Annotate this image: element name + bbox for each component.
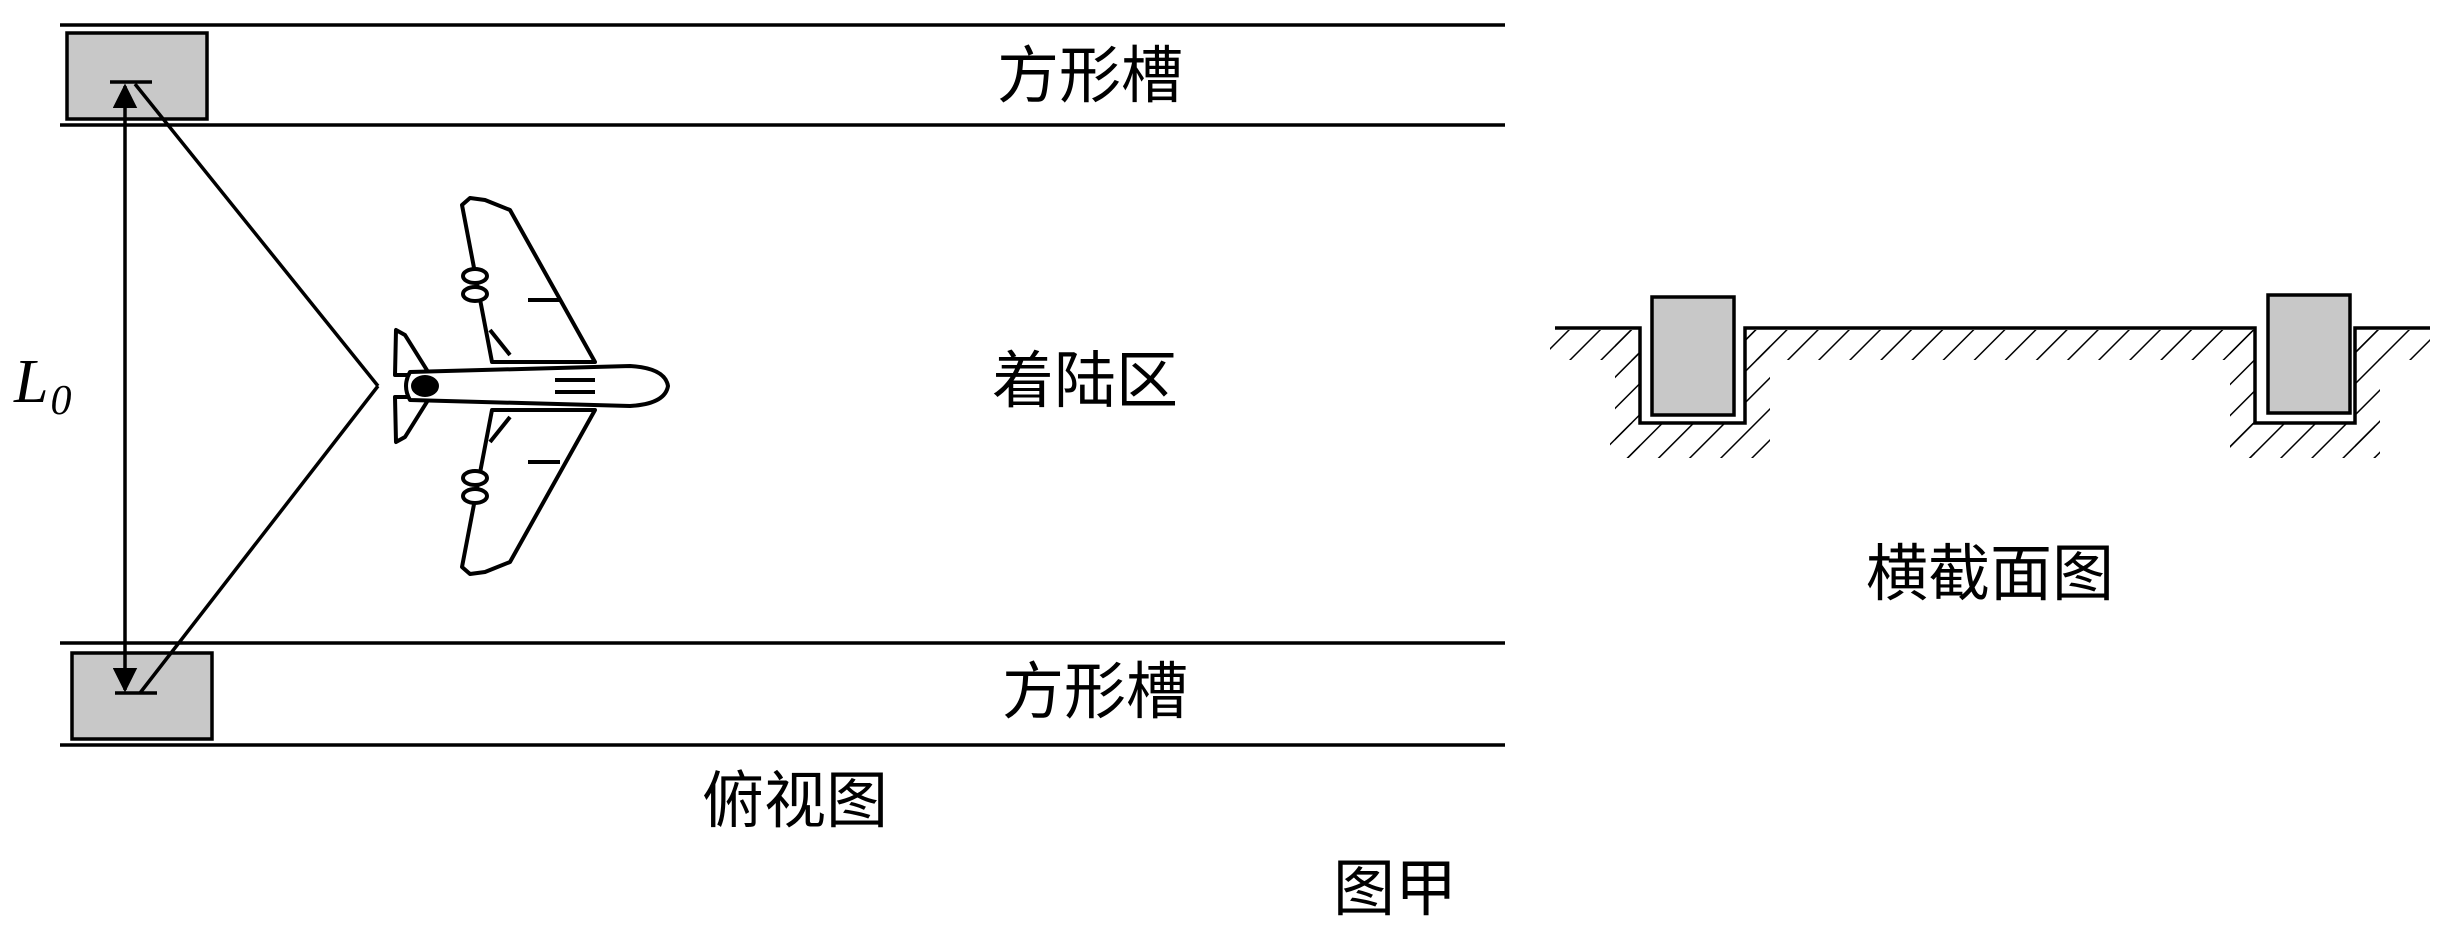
ground-hatch-right-pit-bottom bbox=[2230, 423, 2375, 458]
cross-section-caption: 横截面图 bbox=[1866, 537, 2114, 610]
cross-section-left-block bbox=[1650, 295, 1736, 417]
bottom-groove-block bbox=[70, 651, 214, 741]
aircraft-icon bbox=[393, 196, 670, 576]
upper-cable bbox=[133, 82, 380, 388]
top-groove-block bbox=[65, 31, 209, 121]
ground-surface-profile bbox=[1555, 326, 2430, 425]
aircraft-details bbox=[488, 298, 595, 464]
groove-label-bottom: 方形槽 bbox=[1002, 655, 1188, 728]
landing-zone-label: 着陆区 bbox=[992, 344, 1178, 417]
cross-section-right-block bbox=[2266, 293, 2352, 415]
ground-hatch-middle bbox=[1745, 330, 2255, 360]
ground-hatch-right-edge bbox=[2355, 330, 2430, 360]
distance-label: L0 bbox=[13, 348, 71, 424]
cross-section: 横截面图 bbox=[1550, 293, 2430, 610]
lower-cable bbox=[138, 384, 380, 695]
top-view-caption: 俯视图 bbox=[702, 764, 888, 837]
ground-hatch-left-pit-bottom bbox=[1610, 423, 1745, 458]
top-view: 方形槽 着陆区 方形槽 俯视图 L0 bbox=[13, 23, 1505, 837]
figure-caption: 图甲 bbox=[1333, 852, 1457, 925]
groove-label-top: 方形槽 bbox=[997, 39, 1183, 112]
aircraft-tail-hook bbox=[411, 375, 439, 397]
